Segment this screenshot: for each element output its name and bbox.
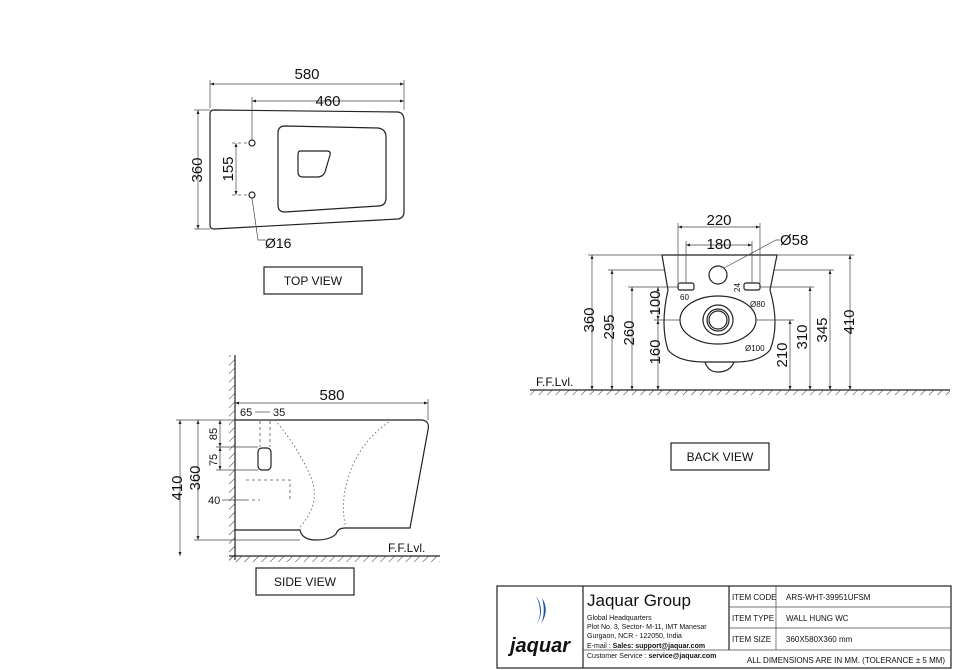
top-dim-360: 360 bbox=[189, 157, 206, 182]
side-dim-410: 410 bbox=[169, 475, 186, 500]
back-outlet-outer bbox=[679, 295, 757, 345]
back-dim-310: 310 bbox=[794, 324, 811, 349]
back-dim-100: 100 bbox=[647, 290, 664, 315]
top-view-seat bbox=[277, 125, 387, 213]
title-block-frame bbox=[496, 585, 952, 669]
side-dim-35: 35 bbox=[273, 407, 285, 419]
top-view-bowl bbox=[297, 150, 331, 178]
side-floor-label: F.F.Lvl. bbox=[388, 541, 425, 555]
back-slot-left bbox=[677, 282, 695, 291]
back-dim-d58: Ø58 bbox=[780, 232, 808, 249]
company-hq: Global Headquarters bbox=[587, 615, 652, 622]
title-block: jaquar Jaquar Group Global Headquarters … bbox=[496, 585, 952, 669]
top-view-outline bbox=[209, 109, 405, 230]
side-dim-360: 360 bbox=[187, 465, 204, 490]
top-dim-580: 580 bbox=[294, 66, 319, 83]
top-dim-155: 155 bbox=[220, 156, 237, 181]
back-dim-24: 24 bbox=[733, 283, 742, 292]
back-view-title: BACK VIEW bbox=[687, 450, 754, 464]
back-inlet-circle bbox=[708, 265, 728, 285]
side-dim-75: 75 bbox=[208, 454, 220, 466]
jaquar-logo-icon bbox=[536, 596, 541, 626]
back-dim-d100: Ø100 bbox=[745, 344, 765, 353]
item-size-value: 360X580X360 mm bbox=[786, 635, 853, 644]
jaquar-logo-text: jaquar bbox=[507, 635, 571, 657]
side-inlet bbox=[257, 447, 272, 471]
back-dim-410: 410 bbox=[841, 309, 858, 334]
company-addr2: Gurgaon, NCR - 122050, India bbox=[587, 633, 682, 640]
fixing-hole-bottom bbox=[248, 191, 256, 199]
item-code-label: ITEM CODE bbox=[732, 593, 776, 602]
back-outlet-d80 bbox=[706, 308, 730, 332]
back-dim-295: 295 bbox=[601, 314, 618, 339]
back-dim-60: 60 bbox=[680, 293, 689, 302]
side-dim-40: 40 bbox=[208, 495, 220, 507]
side-view: F.F.Lvl. 580 65 35 85 75 40 410 bbox=[169, 355, 440, 596]
company-service: Customer Service : service@jaquar.com bbox=[587, 653, 716, 660]
back-dim-345: 345 bbox=[814, 317, 831, 342]
item-type-value: WALL HUNG WC bbox=[786, 614, 849, 623]
back-dim-260: 260 bbox=[621, 320, 638, 345]
top-view-title-box bbox=[263, 266, 363, 295]
back-dim-d80: Ø80 bbox=[750, 300, 766, 309]
back-outlet-d100 bbox=[702, 304, 734, 336]
top-dim-460: 460 bbox=[315, 93, 340, 110]
back-dim-180: 180 bbox=[706, 236, 731, 253]
back-view: F.F.Lvl. 220 180 Ø58 60 24 Ø80 Ø100 bbox=[530, 212, 950, 471]
fixing-hole-top bbox=[248, 139, 256, 147]
back-dim-220: 220 bbox=[706, 212, 731, 229]
back-view-title-box bbox=[670, 442, 770, 471]
company-addr1: Plot No. 3, Sector- M-11, IMT Manesar bbox=[587, 624, 707, 631]
back-dim-160: 160 bbox=[647, 339, 664, 364]
back-dim-210: 210 bbox=[774, 342, 791, 367]
company-name: Jaquar Group bbox=[587, 591, 691, 610]
side-view-title: SIDE VIEW bbox=[274, 575, 337, 589]
item-code-value: ARS-WHT-39951UFSM bbox=[786, 593, 871, 602]
back-slot-right bbox=[743, 282, 761, 291]
top-dim-d16: Ø16 bbox=[265, 235, 292, 251]
side-dim-580: 580 bbox=[319, 387, 344, 404]
back-dim-360: 360 bbox=[581, 307, 598, 332]
back-floor-label: F.F.Lvl. bbox=[536, 375, 573, 389]
side-view-outline bbox=[235, 419, 429, 541]
side-view-title-box bbox=[255, 567, 355, 596]
back-view-outline bbox=[661, 254, 778, 363]
side-dim-65: 65 bbox=[240, 407, 252, 419]
item-type-label: ITEM TYPE bbox=[732, 614, 774, 623]
side-dim-85: 85 bbox=[208, 428, 220, 440]
dimensions-note: ALL DIMENSIONS ARE IN MM. (TOLERANCE ± 5… bbox=[747, 656, 946, 665]
company-email: E-mail : Sales: support@jaquar.com bbox=[587, 643, 705, 650]
top-view-title: TOP VIEW bbox=[284, 274, 343, 288]
top-view: 580 460 360 155 Ø16 TOP VIEW bbox=[189, 66, 405, 295]
item-size-label: ITEM SIZE bbox=[732, 635, 771, 644]
